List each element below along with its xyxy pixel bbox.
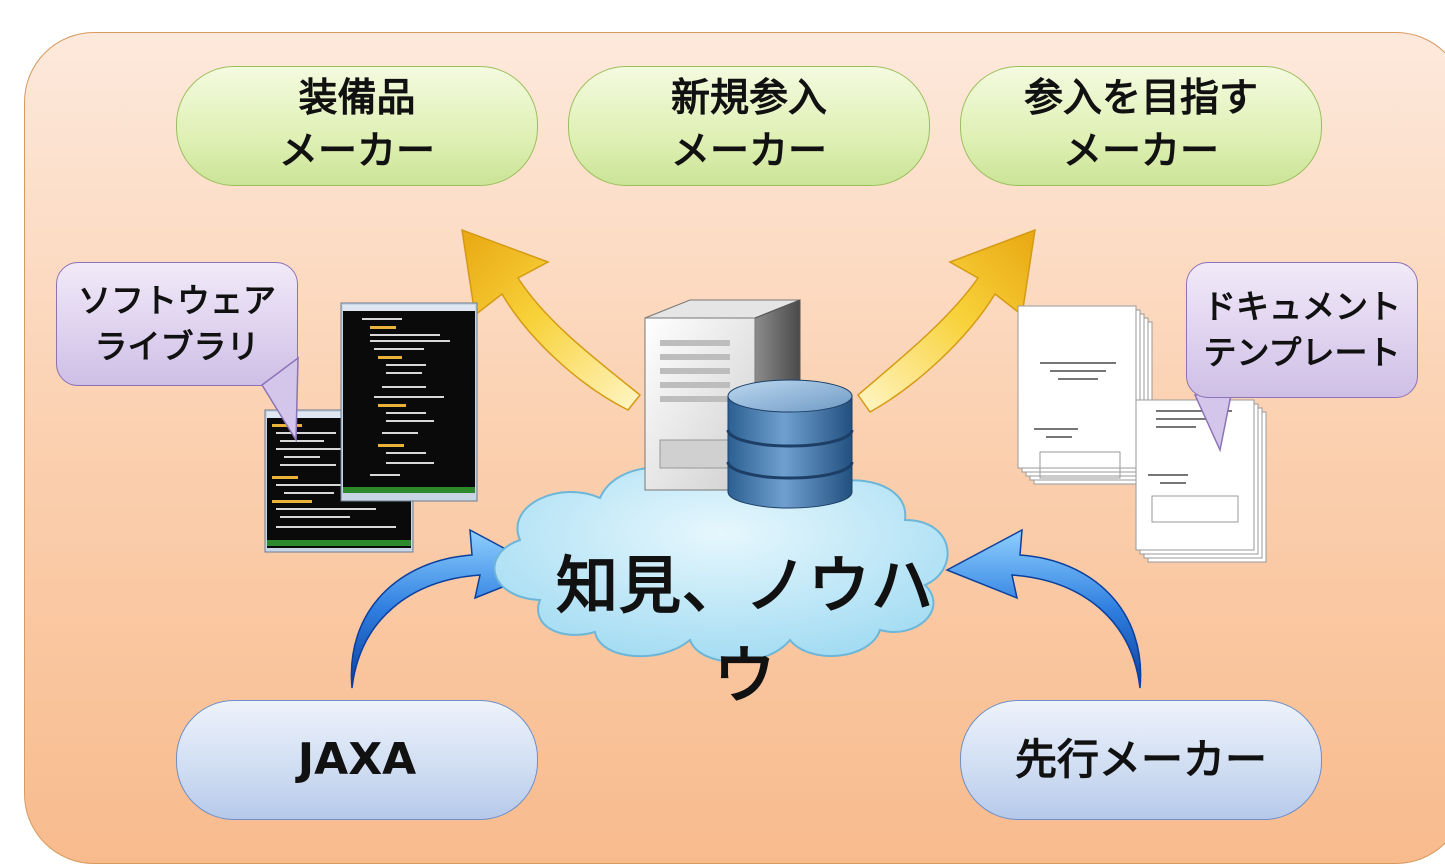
knowledge-cloud bbox=[493, 463, 949, 663]
diagram-graphics bbox=[264, 228, 1267, 689]
yellow-arrow-right bbox=[856, 228, 1036, 413]
callout-document-template: ドキュメント テンプレート bbox=[1186, 262, 1418, 398]
pill-equipment-maker-line1: 装備品 bbox=[298, 76, 416, 122]
pill-aspiring-maker-line1: 参入を目指す bbox=[1023, 76, 1258, 122]
blue-arrow-right bbox=[945, 528, 1142, 689]
pill-aspiring-maker-line2: メーカー bbox=[1062, 129, 1219, 174]
cloud-label: 知見、ノウハウ bbox=[555, 549, 934, 712]
document-stack-image bbox=[1017, 305, 1267, 563]
callout-software-library: ソフトウェア ライブラリ bbox=[56, 262, 298, 386]
callout-document-line1: ドキュメント bbox=[1203, 286, 1401, 326]
pill-jaxa-label: JAXA bbox=[297, 734, 417, 786]
pill-equipment-maker: 装備品 メーカー bbox=[176, 66, 538, 186]
yellow-arrow-left bbox=[461, 228, 642, 411]
callout-document-line2: テンプレート bbox=[1203, 333, 1401, 372]
callout-software-line1: ソフトウェア bbox=[78, 280, 276, 320]
pill-new-entrant-maker-line1: 新規参入 bbox=[670, 76, 827, 122]
pill-aspiring-maker: 参入を目指す メーカー bbox=[960, 66, 1322, 186]
database-icon bbox=[726, 379, 854, 509]
code-window-screenshot bbox=[264, 302, 478, 553]
pill-equipment-maker-line2: メーカー bbox=[278, 129, 435, 174]
pill-new-entrant-maker-line2: メーカー bbox=[670, 129, 827, 174]
pill-new-entrant-maker: 新規参入 メーカー bbox=[568, 66, 930, 186]
callout-software-line2: ライブラリ bbox=[94, 327, 260, 366]
pill-jaxa: JAXA bbox=[176, 700, 538, 820]
pill-leading-maker-label: 先行メーカー bbox=[1014, 734, 1267, 784]
pill-leading-maker: 先行メーカー bbox=[960, 700, 1322, 820]
